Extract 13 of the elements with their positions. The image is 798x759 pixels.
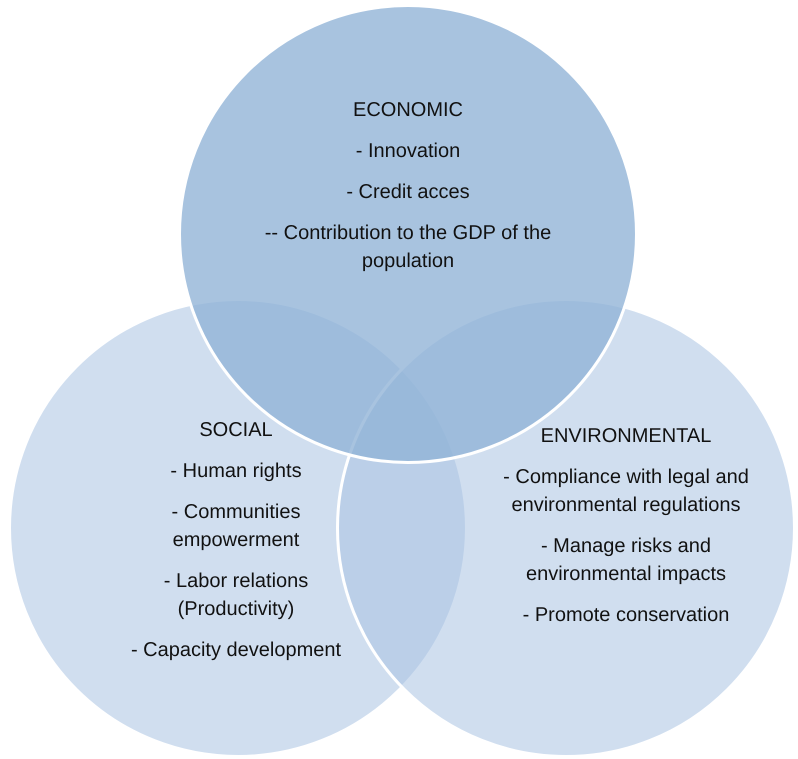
- list-item: - Credit acces: [345, 180, 471, 205]
- list-item: - Promote conservation: [522, 603, 730, 628]
- list-item: - Human rights: [169, 459, 303, 484]
- list-item: - Manage risks and environmental impacts: [524, 534, 728, 587]
- circle-title: SOCIAL: [198, 418, 274, 443]
- list-item: - Innovation: [354, 139, 462, 164]
- list-item: - Labor relations (Productivity): [162, 569, 310, 622]
- list-item: -- Contribution to the GDP of the population: [264, 221, 552, 274]
- list-item: - Communities empowerment: [170, 500, 302, 553]
- circle-title: ENVIRONMENTAL: [540, 424, 712, 449]
- circle-title: ECONOMIC: [352, 98, 464, 123]
- list-item: - Compliance with legal and environmental regulations: [502, 465, 750, 518]
- list-item: - Capacity development: [130, 638, 342, 663]
